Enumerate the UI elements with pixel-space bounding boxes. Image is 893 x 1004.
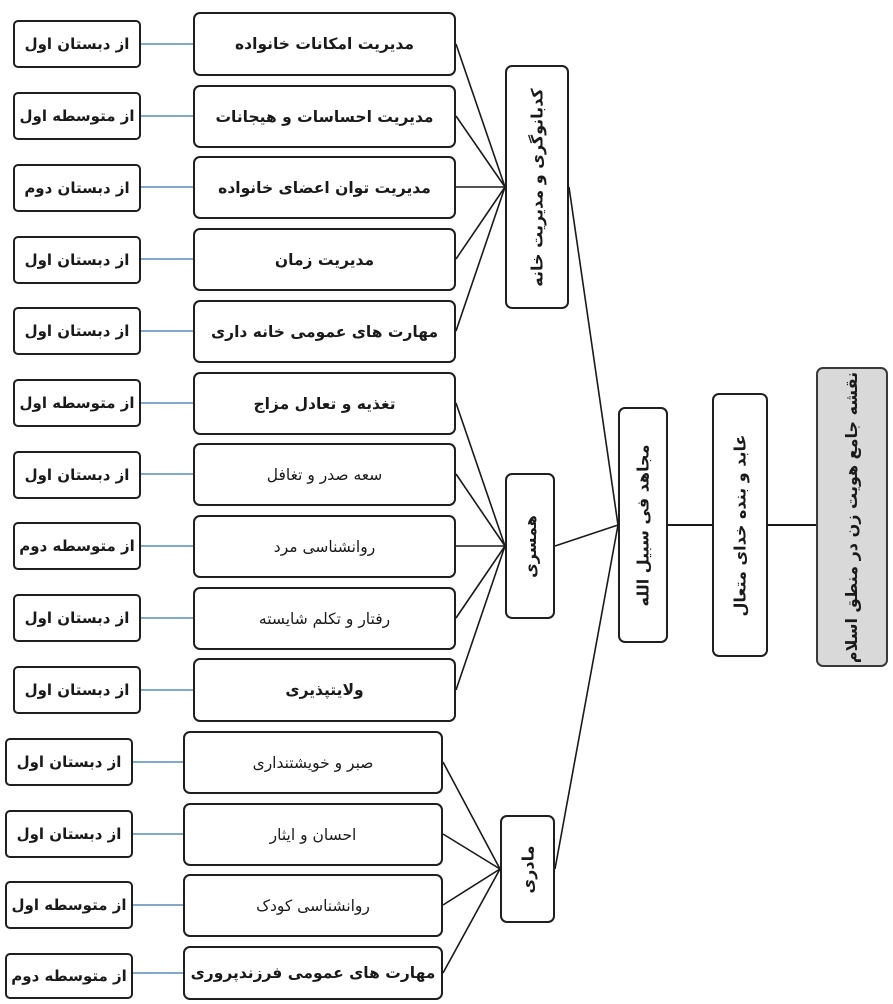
topic-label: صبر و خویشتنداری [252, 753, 374, 772]
topic-box: سعه صدر و تغافل [193, 443, 456, 506]
group-motherhood: مادری [500, 815, 555, 923]
topic-label: مهارت های عمومی خانه داری [210, 322, 439, 341]
grade-level-label: از دبستان اول [24, 609, 130, 627]
grade-level-box: از دبستان اول [5, 738, 133, 786]
topic-label: مهارت های عمومی فرزندپروری [190, 964, 436, 982]
connector-group-topic [455, 545, 506, 691]
connector-group-topic [455, 473, 506, 547]
topic-label: رفتار و تکلم شایسته [258, 609, 391, 628]
topic-box: مدیریت زمان [193, 228, 456, 291]
topic-label: مدیریت توان اعضای خانواده [218, 178, 431, 197]
grade-level-box: از دبستان اول [13, 236, 141, 284]
topic-label: مدیریت احساسات و هیجانات [215, 107, 434, 126]
topic-box: صبر و خویشتنداری [183, 731, 443, 794]
group-label: همسری [520, 514, 540, 578]
topic-box: مدیریت امکانات خانواده [193, 12, 456, 76]
topic-label: مدیریت زمان [274, 250, 375, 269]
topic-label: سعه صدر و تغافل [266, 465, 383, 484]
level2-label: مجاهد فی سبیل الله [633, 444, 653, 606]
grade-level-label: از دبستان اول [24, 251, 130, 269]
topic-box: تغذیه و تعادل مزاج [193, 372, 456, 435]
grade-level-box: از متوسطه اول [5, 881, 133, 929]
topic-box: ولایتپذیری [193, 658, 456, 722]
grade-level-label: از دبستان اول [24, 466, 130, 484]
topic-box: احسان و ایثار [183, 803, 443, 866]
topic-box: مهارت های عمومی خانه داری [193, 300, 456, 363]
group-spouse: همسری [505, 473, 555, 619]
grade-level-box: از دبستان دوم [13, 164, 141, 212]
topic-box: مهارت های عمومی فرزندپروری [183, 946, 443, 1000]
topic-label: مدیریت امکانات خانواده [235, 35, 414, 53]
level1-label: عابد و بنده خدای متعال [730, 434, 750, 616]
topic-label: ولایتپذیری [285, 681, 364, 699]
topic-label: روانشناسی مرد [273, 537, 376, 556]
root-node: نقشه جامع هویت زن در منطق اسلام [816, 367, 888, 667]
connector-group-topic [455, 43, 506, 188]
grade-level-box: از دبستان اول [13, 666, 141, 714]
topic-box: روانشناسی مرد [193, 515, 456, 578]
group-label: کدبانوگری و مدیریت خانه [527, 87, 547, 287]
connector-group-topic [455, 402, 506, 547]
grade-level-box: از متوسطه دوم [5, 953, 133, 999]
level2-node: مجاهد فی سبیل الله [618, 407, 668, 643]
connector-group-topic [442, 868, 501, 974]
grade-level-label: از دبستان اول [24, 322, 130, 340]
group-label: مادری [518, 845, 537, 893]
grade-level-label: از دبستان دوم [24, 179, 130, 197]
topic-box: روانشناسی کودک [183, 874, 443, 937]
connector-group-topic [455, 186, 506, 260]
connector-group-topic [442, 868, 501, 906]
connector-group-topic [455, 115, 506, 188]
grade-level-label: از دبستان اول [16, 825, 122, 843]
grade-level-box: از دبستان اول [13, 307, 141, 355]
grade-level-label: از دبستان اول [16, 753, 122, 771]
group-home-management: کدبانوگری و مدیریت خانه [505, 65, 569, 309]
connector-level2-group [554, 524, 619, 870]
connector-group-topic [455, 186, 506, 332]
root-label: نقشه جامع هویت زن در منطق اسلام [842, 371, 862, 663]
connector-group-topic [442, 761, 501, 870]
connector-level2-group [568, 186, 619, 526]
grade-level-box: از دبستان اول [13, 594, 141, 642]
grade-level-box: از دبستان اول [5, 810, 133, 858]
topic-label: روانشناسی کودک [256, 896, 370, 915]
grade-level-box: از متوسطه اول [13, 379, 141, 427]
grade-level-label: از متوسطه اول [19, 107, 135, 125]
grade-level-label: از دبستان اول [24, 35, 130, 53]
grade-level-box: از متوسطه اول [13, 92, 141, 140]
topic-box: مدیریت احساسات و هیجانات [193, 85, 456, 148]
connector-level2-group [554, 524, 619, 547]
level1-node: عابد و بنده خدای متعال [712, 393, 768, 657]
grade-level-label: از دبستان اول [24, 681, 130, 699]
grade-level-label: از متوسطه اول [11, 896, 127, 914]
grade-level-label: از متوسطه دوم [19, 537, 135, 555]
connector-group-topic [442, 833, 501, 870]
grade-level-box: از دبستان اول [13, 451, 141, 499]
connector-group-topic [455, 545, 506, 619]
topic-box: مدیریت توان اعضای خانواده [193, 156, 456, 219]
grade-level-box: از متوسطه دوم [13, 522, 141, 570]
topic-label: تغذیه و تعادل مزاج [253, 394, 396, 413]
topic-box: رفتار و تکلم شایسته [193, 587, 456, 650]
grade-level-label: از متوسطه اول [19, 394, 135, 412]
grade-level-box: از دبستان اول [13, 20, 141, 68]
grade-level-label: از متوسطه دوم [11, 967, 127, 985]
topic-label: احسان و ایثار [269, 825, 357, 844]
